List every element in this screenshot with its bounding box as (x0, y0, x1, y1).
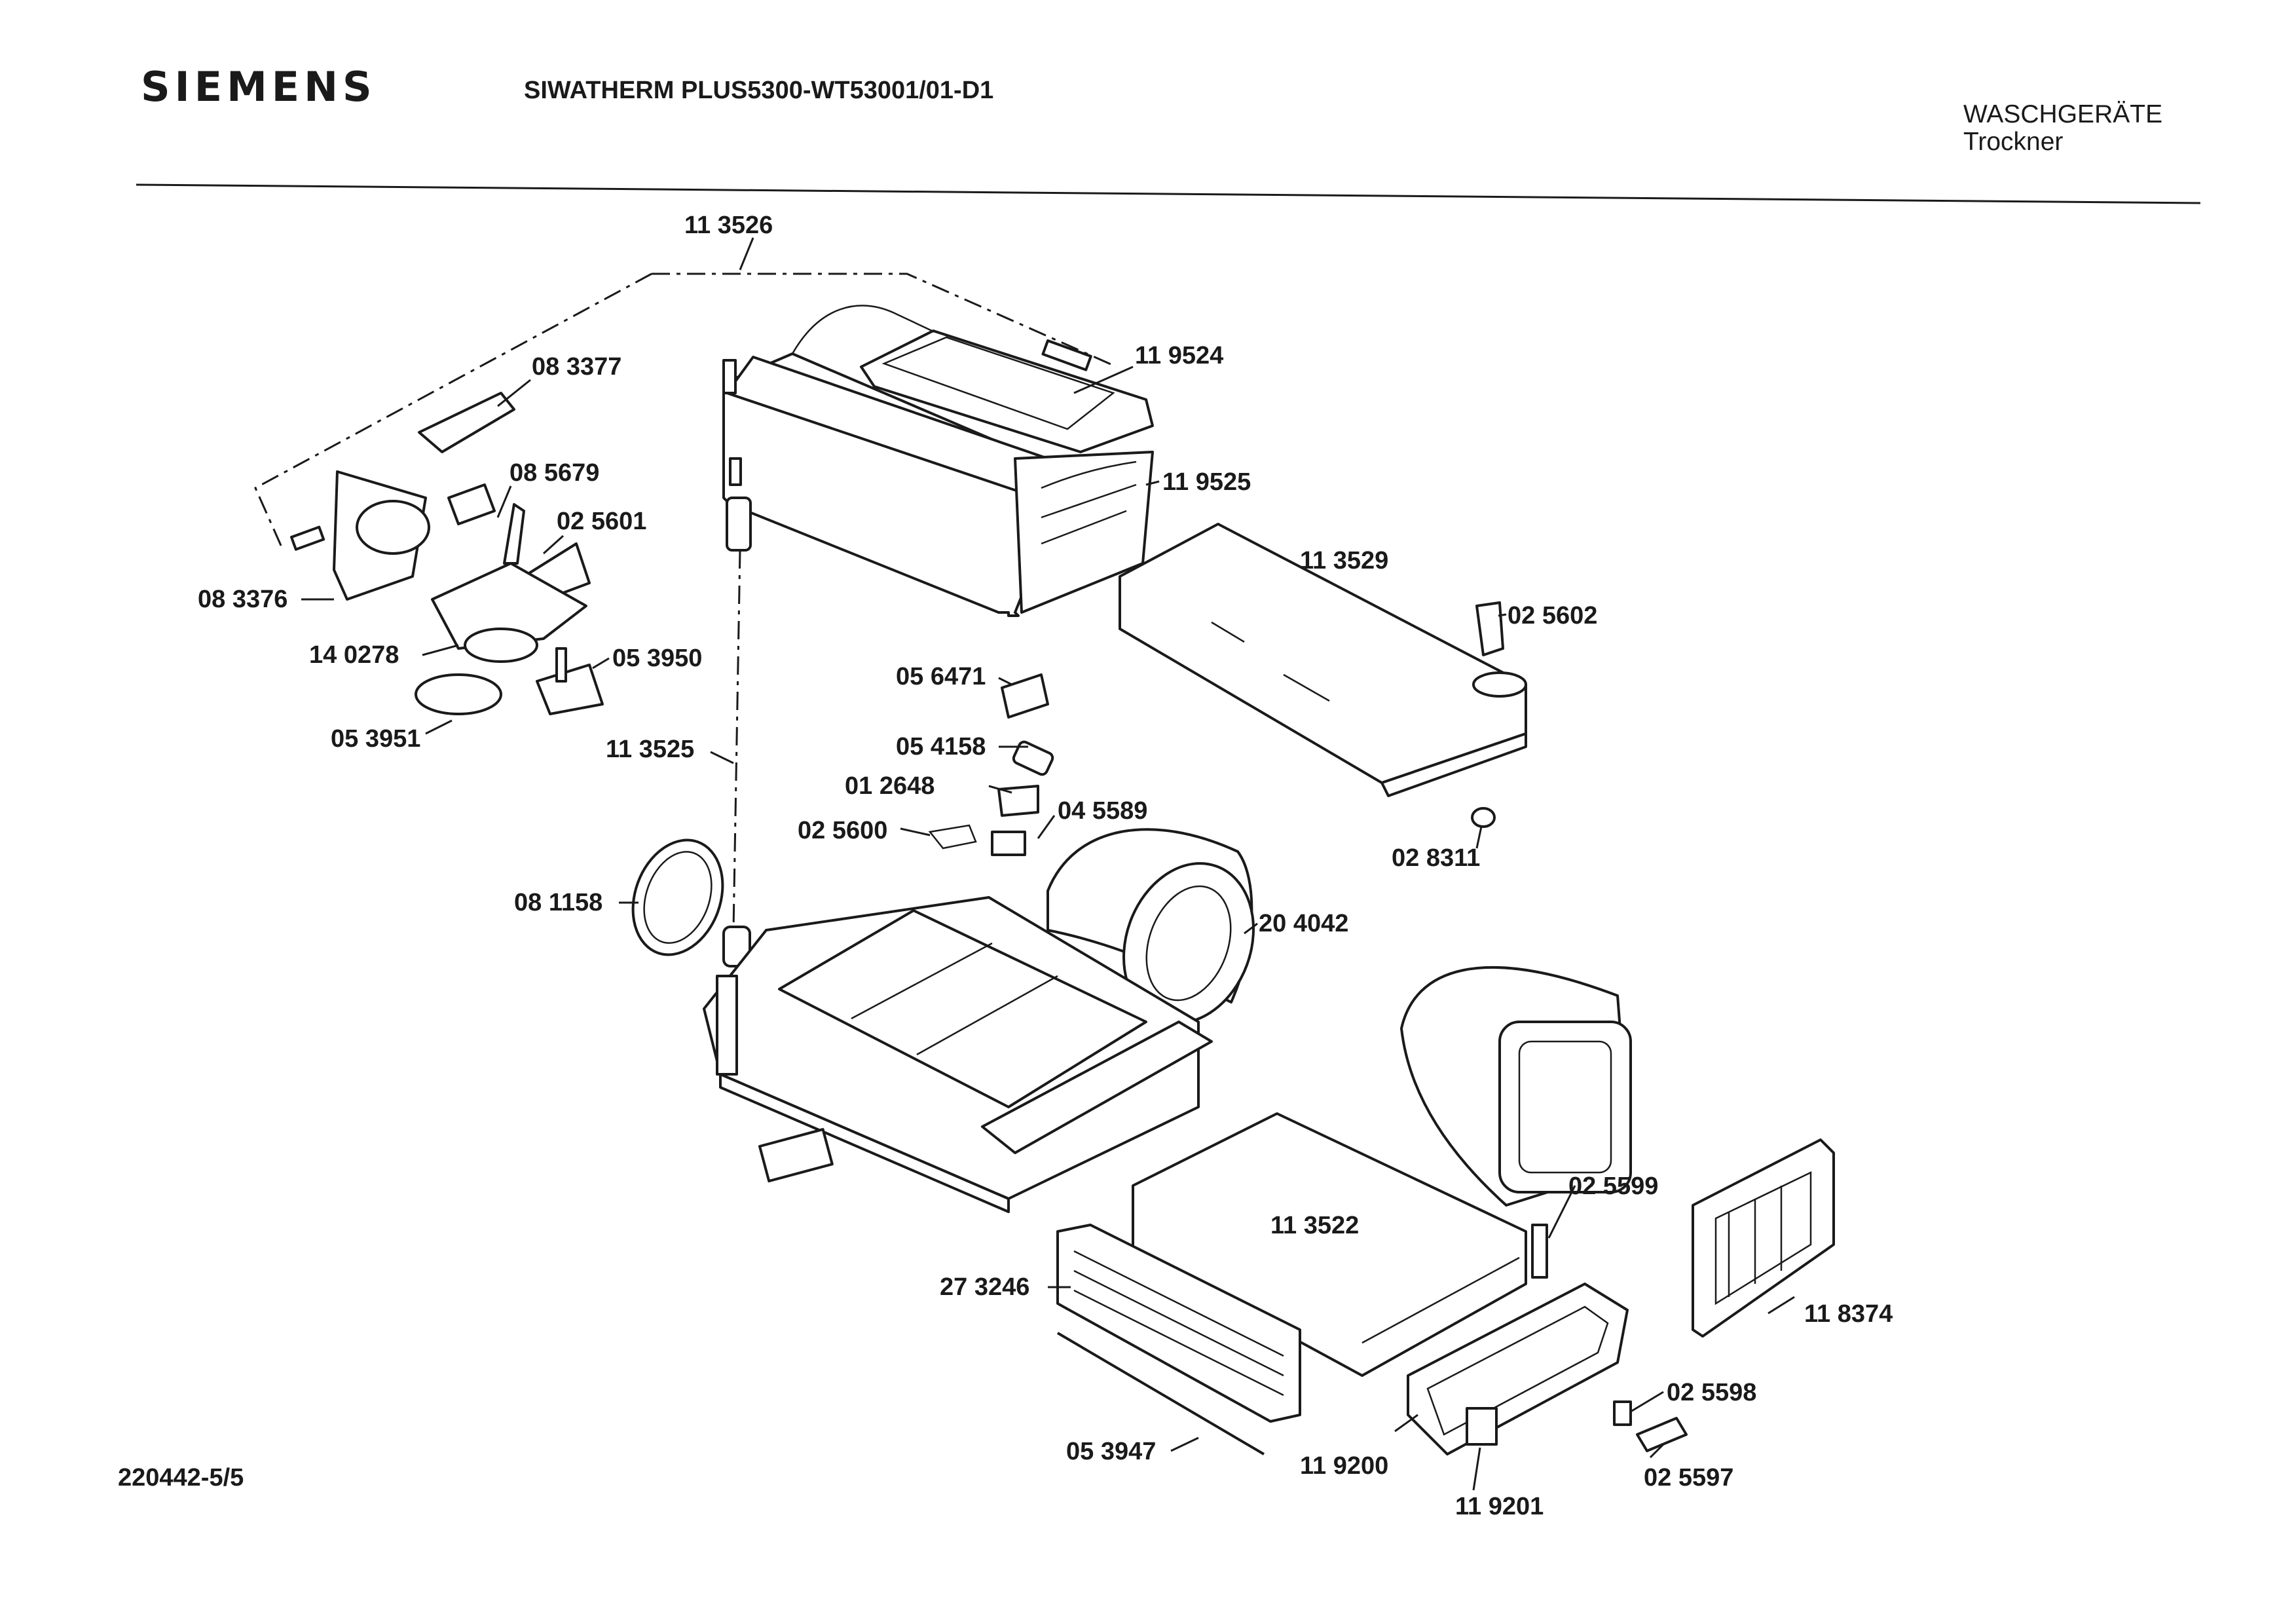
part-label-028311: 02 8311 (1392, 844, 1480, 872)
category-block: WASCHGERÄTE Trockner (1963, 101, 2162, 156)
heater-frame (703, 896, 1213, 1213)
part-label-045589: 04 5589 (1058, 797, 1147, 825)
small-components (928, 673, 1496, 856)
part-label-053947: 05 3947 (1066, 1438, 1156, 1465)
part-label-119200: 11 9200 (1300, 1452, 1388, 1480)
clip-025602 (1475, 601, 1504, 656)
rod-top-sleeve (726, 497, 752, 552)
brand-logo: SIEMENS (141, 63, 377, 111)
seal-ring (631, 838, 724, 956)
part-label-056471: 05 6471 (896, 663, 986, 690)
leader-lines (301, 237, 1795, 1491)
part-label-140278: 14 0278 (309, 641, 399, 669)
header-rule (136, 183, 2201, 204)
filter-frame (1407, 1283, 1629, 1455)
part-label-113529: 11 3529 (1300, 547, 1388, 574)
part-label-025602: 02 5602 (1508, 602, 1597, 629)
part-label-113525: 11 3525 (606, 736, 694, 763)
part-label-012648: 01 2648 (845, 772, 935, 800)
part-label-113526: 11 3526 (684, 212, 773, 239)
part-label-054158: 05 4158 (896, 733, 986, 760)
part-label-025599: 02 5599 (1568, 1173, 1658, 1200)
part-label-053950: 05 3950 (612, 645, 702, 672)
bearing-box (1119, 523, 1527, 797)
part-label-025600: 02 5600 (798, 817, 887, 844)
part-label-081158: 08 1158 (514, 889, 602, 916)
part-label-118374: 11 8374 (1804, 1300, 1893, 1328)
part-label-025598: 02 5598 (1667, 1379, 1756, 1406)
part-label-273246: 27 3246 (940, 1273, 1029, 1301)
rod-center-line (732, 550, 741, 931)
document-number: 220442-5/5 (118, 1464, 244, 1492)
part-label-083376: 08 3376 (198, 586, 287, 613)
thermostat-cluster (289, 392, 604, 715)
part-label-053951: 05 3951 (331, 725, 420, 753)
part-label-204042: 20 4042 (1259, 910, 1348, 937)
part-label-085679: 08 5679 (509, 459, 599, 487)
filter-screen (1692, 1138, 1835, 1338)
front-grille (1056, 1224, 1301, 1423)
part-label-119525: 11 9525 (1162, 468, 1251, 496)
small-screws (1613, 1400, 1688, 1452)
part-label-119524: 11 9524 (1135, 342, 1223, 369)
strip-053947 (1056, 1332, 1265, 1455)
part-labels: 11 3526 11 9524 08 3377 08 5679 11 9525 … (198, 212, 1893, 1520)
category-label: WASCHGERÄTE (1963, 100, 2163, 128)
model-title: SIWATHERM PLUS5300-WT53001/01-D1 (524, 77, 994, 104)
part-label-025601: 02 5601 (557, 508, 646, 535)
top-housing (722, 305, 1154, 617)
assembly-outline-left (254, 272, 652, 548)
part-label-113522: 11 3522 (1270, 1212, 1359, 1239)
subcategory-label: Trockner (1963, 128, 2064, 156)
part-label-119201: 11 9201 (1455, 1493, 1544, 1520)
assembly-outline-top (652, 272, 1117, 368)
top-lid (860, 329, 1154, 453)
part-label-025597: 02 5597 (1644, 1464, 1733, 1492)
part-label-083377: 08 3377 (532, 353, 621, 381)
air-duct (1400, 966, 1632, 1207)
